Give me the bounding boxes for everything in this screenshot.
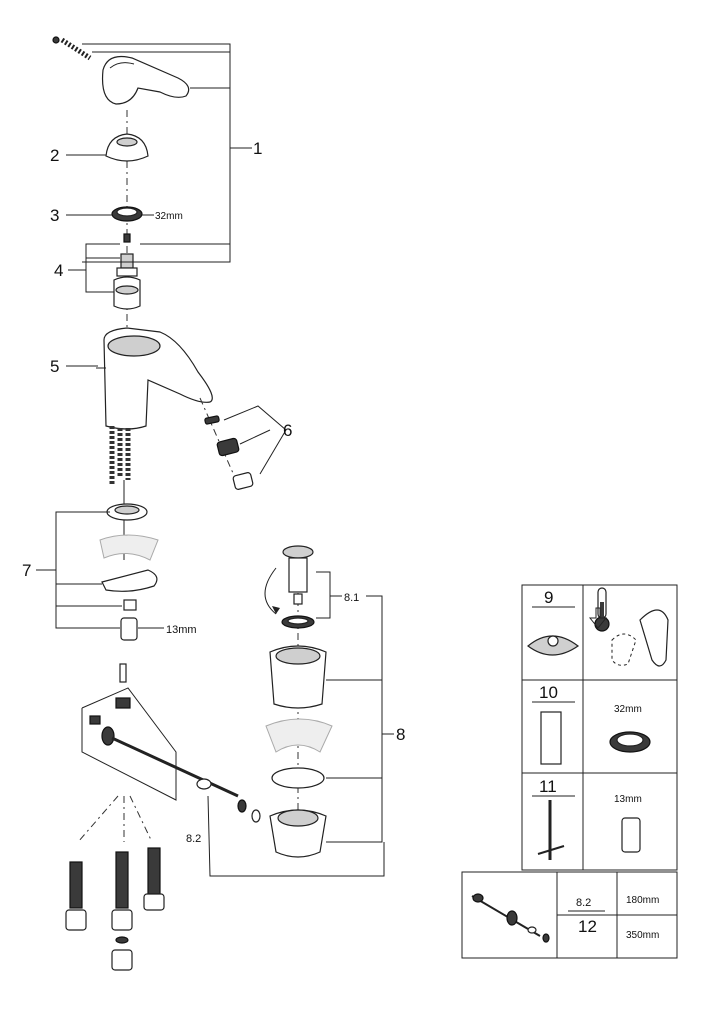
callout-bracket-7 bbox=[55, 511, 120, 629]
nut-13mm-illustration bbox=[621, 817, 641, 853]
handle-cap-illustration bbox=[527, 635, 580, 656]
spare-parts-table: 9 10 32mm 11 13mm bbox=[461, 584, 678, 959]
rod-illustration bbox=[537, 800, 565, 860]
pop-up-waste bbox=[264, 545, 333, 858]
dimension-32mm: 32mm bbox=[155, 211, 183, 222]
callout-8-2: 8.2 bbox=[186, 833, 201, 845]
legend-part-10: 10 bbox=[539, 683, 558, 702]
callout-3: 3 bbox=[50, 206, 59, 225]
callout-7: 7 bbox=[22, 561, 31, 580]
legend-part-11: 11 bbox=[539, 777, 557, 796]
flexible-hoses bbox=[65, 795, 165, 971]
callout-6: 6 bbox=[283, 421, 292, 440]
callout-bracket-8 bbox=[326, 595, 383, 843]
callout-1: 1 bbox=[253, 139, 262, 158]
pop-up-rod-assembly bbox=[81, 663, 385, 877]
legend-part-9: 9 bbox=[544, 588, 553, 607]
lever-temperature-illustration bbox=[611, 609, 669, 667]
callout-bracket-1 bbox=[82, 43, 231, 263]
lever-handle bbox=[101, 55, 190, 105]
callout-5: 5 bbox=[50, 357, 59, 376]
cartridge bbox=[113, 233, 141, 310]
faucet-body bbox=[96, 327, 213, 486]
callout-8-1: 8.1 bbox=[344, 592, 359, 604]
legend-length-12: 350mm bbox=[626, 930, 659, 941]
legend-size-11: 13mm bbox=[614, 794, 642, 805]
aerator-axis-line bbox=[199, 397, 237, 481]
legend-part-12: 12 bbox=[578, 917, 597, 936]
dome-cover bbox=[105, 133, 149, 162]
callout-4: 4 bbox=[54, 261, 63, 280]
callout-bracket-8-1 bbox=[316, 571, 331, 619]
cartridge-sleeve-illustration bbox=[540, 711, 562, 765]
rod-link-illustration bbox=[471, 893, 550, 943]
aerator-parts bbox=[204, 415, 254, 490]
retaining-nut bbox=[111, 206, 143, 222]
legend-size-10: 32mm bbox=[614, 704, 642, 715]
dimension-13mm: 13mm bbox=[166, 624, 197, 636]
legend-length-8-2: 180mm bbox=[626, 895, 659, 906]
fixing-set bbox=[99, 480, 159, 641]
grub-screw bbox=[52, 36, 92, 61]
callout-2: 2 bbox=[50, 146, 59, 165]
callout-bracket-4 bbox=[85, 243, 120, 293]
down-arrow-icon bbox=[588, 607, 608, 629]
callout-bracket-6 bbox=[223, 405, 287, 475]
callout-8: 8 bbox=[396, 725, 405, 744]
legend-part-8-2: 8.2 bbox=[576, 897, 591, 909]
nut-32mm-illustration bbox=[609, 731, 651, 753]
